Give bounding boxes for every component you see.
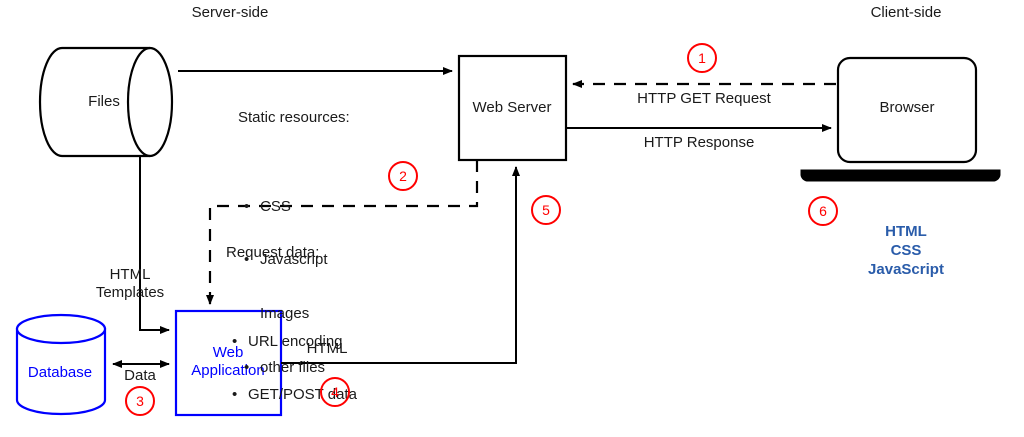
static-resources-item: other files: [238, 359, 350, 378]
browser-box: [836, 56, 978, 164]
edge-files-to-webapplication: [139, 156, 170, 334]
step-marker-1: 1: [687, 43, 717, 73]
edge-label-html-templates-line1: HTML: [109, 266, 151, 283]
client-tech-html: HTML: [885, 223, 927, 240]
static-resources-item: CSS: [238, 198, 350, 217]
database-cylinder: [15, 313, 107, 416]
static-resources-list: CSS Javascript Images other files: [238, 162, 350, 412]
edge-label-html-templates-line2: Templates: [95, 284, 165, 301]
step-marker-2: 2: [388, 161, 418, 191]
request-data-list: URL encoding GET/POST data Cookies: [226, 297, 357, 437]
client-tech-css: CSS: [890, 242, 922, 259]
step-marker-4: 4: [320, 377, 350, 407]
edge-label-http-get-request: HTTP GET Request: [637, 90, 771, 107]
step-marker-3: 3: [125, 386, 155, 416]
section-header-client-side: Client-side: [870, 4, 942, 21]
request-data-item: URL encoding: [226, 333, 357, 352]
static-resources-item: Javascript: [238, 251, 350, 270]
step-marker-6: 6: [808, 196, 838, 226]
node-label-files: Files: [88, 93, 120, 110]
edge-label-http-response: HTTP Response: [643, 134, 755, 151]
node-label-database: Database: [27, 364, 93, 381]
files-cylinder: [38, 46, 174, 158]
web-server-box: [457, 54, 568, 162]
request-data-title: Request data:: [226, 244, 320, 262]
edge-label-data: Data: [124, 367, 156, 384]
step-marker-5: 5: [531, 195, 561, 225]
static-resources-title: Static resources:: [238, 109, 350, 127]
node-label-web-server: Web Server: [472, 99, 552, 116]
client-tech-javascript: JavaScript: [868, 261, 944, 278]
edge-label-html: HTML: [306, 340, 348, 357]
edge-webapplication-to-webserver-html: [281, 166, 520, 364]
static-resources-block: Static resources: CSS Javascript Images …: [238, 74, 350, 437]
node-label-browser: Browser: [879, 99, 935, 116]
laptop-base: [800, 169, 1001, 182]
section-header-server-side: Server-side: [191, 4, 269, 21]
static-resources-item: Images: [260, 305, 310, 323]
